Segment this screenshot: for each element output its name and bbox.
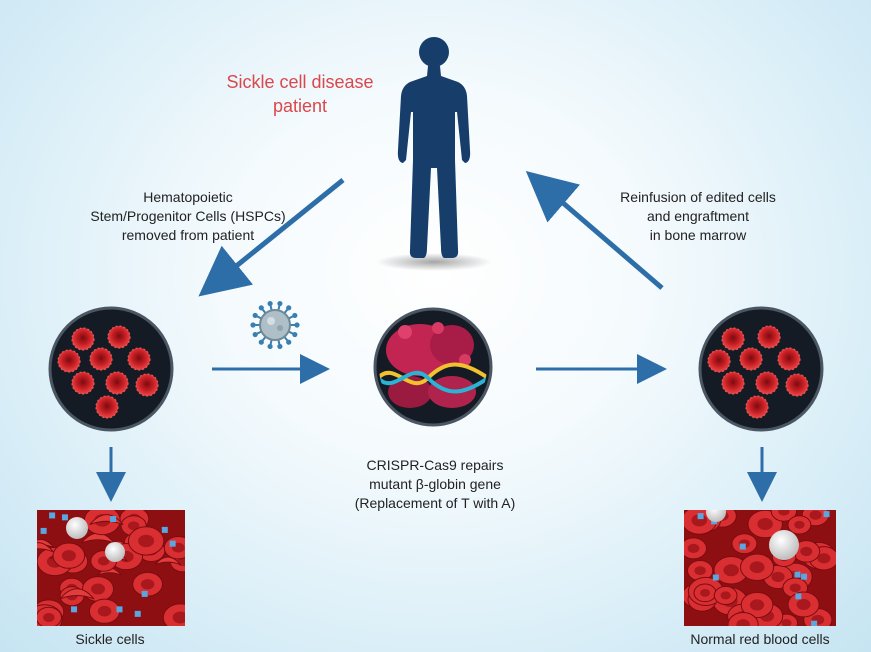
platelet [141, 590, 148, 597]
reinfusion-label-line-1: Reinfusion of edited cells [620, 189, 776, 205]
reinfusion-label: Reinfusion of edited cells and engraftme… [593, 188, 803, 245]
crispr-dish [373, 307, 493, 427]
platelet [823, 511, 830, 518]
edited-cells-dish [698, 306, 824, 432]
patient-label-line-2: patient [272, 96, 328, 116]
stem-cell-icon [785, 373, 809, 397]
hspc-label: Hematopoietic Stem/Progenitor Cells (HSP… [83, 188, 293, 245]
stem-cell-icon [57, 349, 81, 373]
stem-cell-icon [71, 327, 95, 351]
stem-cell-icon [135, 373, 159, 397]
stem-cell-icon [107, 325, 131, 349]
platelet [116, 606, 123, 613]
platelet [49, 512, 56, 519]
stem-cell-icon [745, 395, 769, 419]
white-blood-cell [706, 510, 726, 522]
platelet [801, 573, 808, 580]
stem-cell-icon [95, 395, 119, 419]
patient-label-line-1: Sickle cell disease [226, 72, 374, 92]
stem-cell-icon [757, 325, 781, 349]
normal-cells-image [684, 510, 836, 626]
stem-cell-icon [105, 371, 129, 395]
stem-cell-icon [71, 371, 95, 395]
platelet [811, 620, 818, 626]
stem-cell-icon [721, 371, 745, 395]
sickle-cells-label: Sickle cells [75, 631, 145, 647]
platelet [40, 527, 47, 534]
white-blood-cell [105, 542, 125, 562]
patient-label: Sickle cell disease patient [210, 70, 390, 118]
platelet [61, 514, 68, 521]
virus-vector-icon [250, 300, 300, 350]
stem-cell-icon [127, 347, 151, 371]
reinfusion-label-line-2: and engraftment [647, 208, 749, 224]
sickle-cells-image [37, 510, 185, 626]
hspc-label-line-3: removed from patient [121, 227, 255, 243]
red-blood-cell [727, 612, 759, 626]
platelet [71, 606, 78, 613]
sickle-red-blood-cell [37, 538, 55, 549]
platelet [712, 574, 719, 581]
red-blood-cell [770, 510, 798, 522]
patient-silhouette-icon [376, 37, 492, 271]
hspc-label-line-1: Hematopoietic [143, 189, 233, 205]
white-blood-cell [66, 517, 88, 539]
platelet [134, 610, 141, 617]
cas9-protein-icon [379, 322, 487, 408]
crispr-label-line-2: mutant β-globin gene [369, 476, 501, 492]
arrow-to-patient [525, 170, 664, 290]
stem-cell-icon [739, 347, 763, 371]
sickle-red-blood-cell [59, 588, 95, 600]
platelet [110, 516, 117, 523]
reinfusion-label-line-3: in bone marrow [649, 227, 747, 243]
platelet [169, 540, 176, 547]
crispr-label-line-1: CRISPR-Cas9 repairs [366, 457, 504, 473]
crispr-label-line-3: (Replacement of T with A) [354, 495, 516, 511]
platelet [739, 543, 746, 550]
hspc-dish [48, 306, 174, 432]
normal-cells-label: Normal red blood cells [690, 631, 830, 647]
white-blood-cell [769, 530, 799, 560]
crispr-label: CRISPR-Cas9 repairs mutant β-globin gene… [325, 456, 545, 513]
stem-cell-icon [707, 349, 731, 373]
platelet [794, 571, 801, 578]
stem-cell-icon [777, 347, 801, 371]
sickle-red-blood-cell [37, 542, 54, 553]
platelet [795, 593, 802, 600]
stem-cell-icon [721, 327, 745, 351]
stem-cell-icon [755, 371, 779, 395]
platelet [161, 526, 168, 533]
platelet [697, 513, 704, 520]
arrow-to-hspc [198, 178, 345, 297]
stem-cell-icon [89, 347, 113, 371]
hspc-label-line-2: Stem/Progenitor Cells (HSPCs) [90, 208, 286, 224]
